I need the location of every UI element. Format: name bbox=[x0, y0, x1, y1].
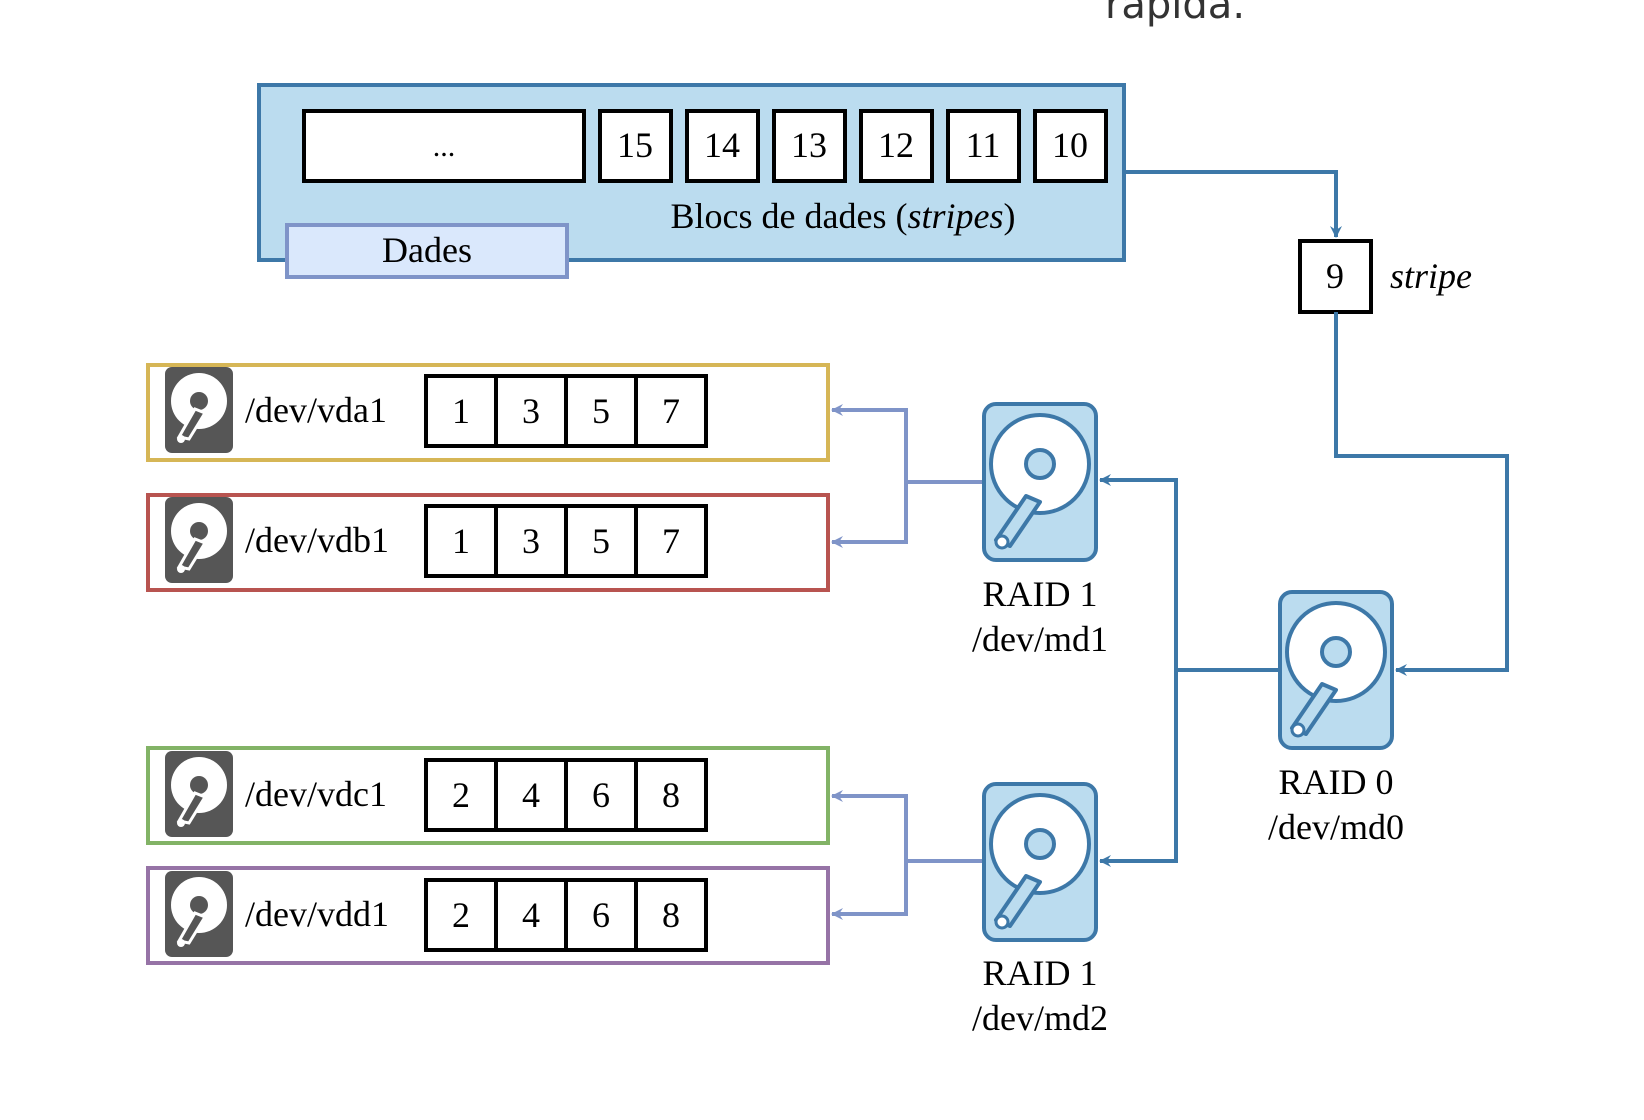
hard-disk-icon bbox=[163, 749, 235, 839]
current-stripe-value: 9 bbox=[1326, 256, 1344, 296]
stripe-block: 11 bbox=[946, 109, 1021, 183]
header-fragment: ràpida. bbox=[1105, 0, 1245, 28]
disk-name: /dev/vdd1 bbox=[245, 894, 389, 934]
arrow-md0-to-md2 bbox=[1099, 670, 1178, 867]
hard-disk-icon bbox=[163, 495, 235, 585]
raid-md2: RAID 1 /dev/md2 bbox=[972, 782, 1108, 1038]
disk-row-vdd1: /dev/vdd1 2 4 6 8 bbox=[146, 866, 830, 965]
raid-disk-icon bbox=[982, 402, 1098, 562]
arrow-md0-to-md1 bbox=[1099, 474, 1178, 670]
raid-device: /dev/md2 bbox=[972, 998, 1108, 1038]
stripe-block-label: 14 bbox=[704, 125, 740, 165]
current-stripe: 9 stripe bbox=[1298, 239, 1472, 314]
stripe-block-label: 13 bbox=[791, 125, 827, 165]
connectors bbox=[831, 170, 1509, 920]
disk-name: /dev/vdb1 bbox=[245, 520, 389, 560]
disk-block-label: 2 bbox=[452, 895, 470, 935]
raid-level: RAID 1 bbox=[983, 953, 1098, 993]
disk-block-label: 5 bbox=[592, 521, 610, 561]
stripe-block-label: 10 bbox=[1052, 125, 1088, 165]
hard-disk-icon bbox=[163, 365, 235, 455]
stripe-block-label: 12 bbox=[878, 125, 914, 165]
disk-row-vdb1: /dev/vdb1 1 3 5 7 bbox=[146, 493, 830, 592]
raid-md0: RAID 0 /dev/md0 bbox=[1268, 590, 1404, 847]
disk-block-label: 4 bbox=[522, 895, 540, 935]
disk-block-label: 3 bbox=[522, 521, 540, 561]
disk-row-vda1: /dev/vda1 1 3 5 7 bbox=[146, 363, 830, 462]
disk-name: /dev/vdc1 bbox=[245, 774, 387, 814]
disk-block-label: 7 bbox=[662, 521, 680, 561]
hard-disk-icon bbox=[163, 869, 235, 959]
raid-disk-icon bbox=[982, 782, 1098, 942]
disk-block-label: 2 bbox=[452, 775, 470, 815]
raid-level: RAID 1 bbox=[983, 574, 1098, 614]
ellipsis-block bbox=[302, 109, 586, 183]
stripe-block-label: 11 bbox=[966, 125, 1001, 165]
ellipsis-label: ... bbox=[433, 130, 456, 163]
disk-name: /dev/vda1 bbox=[245, 390, 387, 430]
stripe-block: 13 bbox=[772, 109, 847, 183]
disk-block-label: 7 bbox=[662, 391, 680, 431]
disk-block-label: 1 bbox=[452, 521, 470, 561]
raid-device: /dev/md0 bbox=[1268, 807, 1404, 847]
stripe-block: 15 bbox=[598, 109, 673, 183]
disk-block-label: 5 bbox=[592, 391, 610, 431]
stripe-block: 12 bbox=[859, 109, 934, 183]
data-tab-label: Dades bbox=[382, 230, 472, 270]
stripe-block: 10 bbox=[1033, 109, 1108, 183]
disk-block-label: 8 bbox=[662, 895, 680, 935]
raid-device: /dev/md1 bbox=[972, 619, 1108, 659]
arrow-stripe-to-md0 bbox=[1334, 312, 1509, 676]
data-tab bbox=[285, 223, 569, 279]
disk-block-label: 6 bbox=[592, 775, 610, 815]
stripe-block: 14 bbox=[685, 109, 760, 183]
raid-md1: RAID 1 /dev/md1 bbox=[972, 402, 1108, 659]
disk-block-label: 4 bbox=[522, 775, 540, 815]
raid-disk-icon bbox=[1278, 590, 1394, 750]
arrow-panel-to-stripe bbox=[1124, 170, 1342, 238]
disk-block-label: 6 bbox=[592, 895, 610, 935]
disk-row-vdc1: /dev/vdc1 2 4 6 8 bbox=[146, 746, 830, 845]
current-stripe-label: stripe bbox=[1390, 256, 1472, 296]
data-panel-caption: Blocs de dades (stripes) bbox=[671, 196, 1016, 236]
arrow-md1-to-vdb1 bbox=[831, 482, 908, 548]
disk-block-label: 3 bbox=[522, 391, 540, 431]
stripe-block-label: 15 bbox=[617, 125, 653, 165]
disk-block-label: 1 bbox=[452, 391, 470, 431]
arrow-md2-to-vdc1 bbox=[831, 790, 908, 861]
arrow-md2-to-vdd1 bbox=[831, 861, 908, 920]
disk-block-label: 8 bbox=[662, 775, 680, 815]
raid-level: RAID 0 bbox=[1279, 762, 1394, 802]
data-panel: ... 15 14 13 12 11 10 Blocs de dades (st… bbox=[257, 83, 1126, 279]
arrow-md1-to-vda1 bbox=[831, 404, 908, 482]
